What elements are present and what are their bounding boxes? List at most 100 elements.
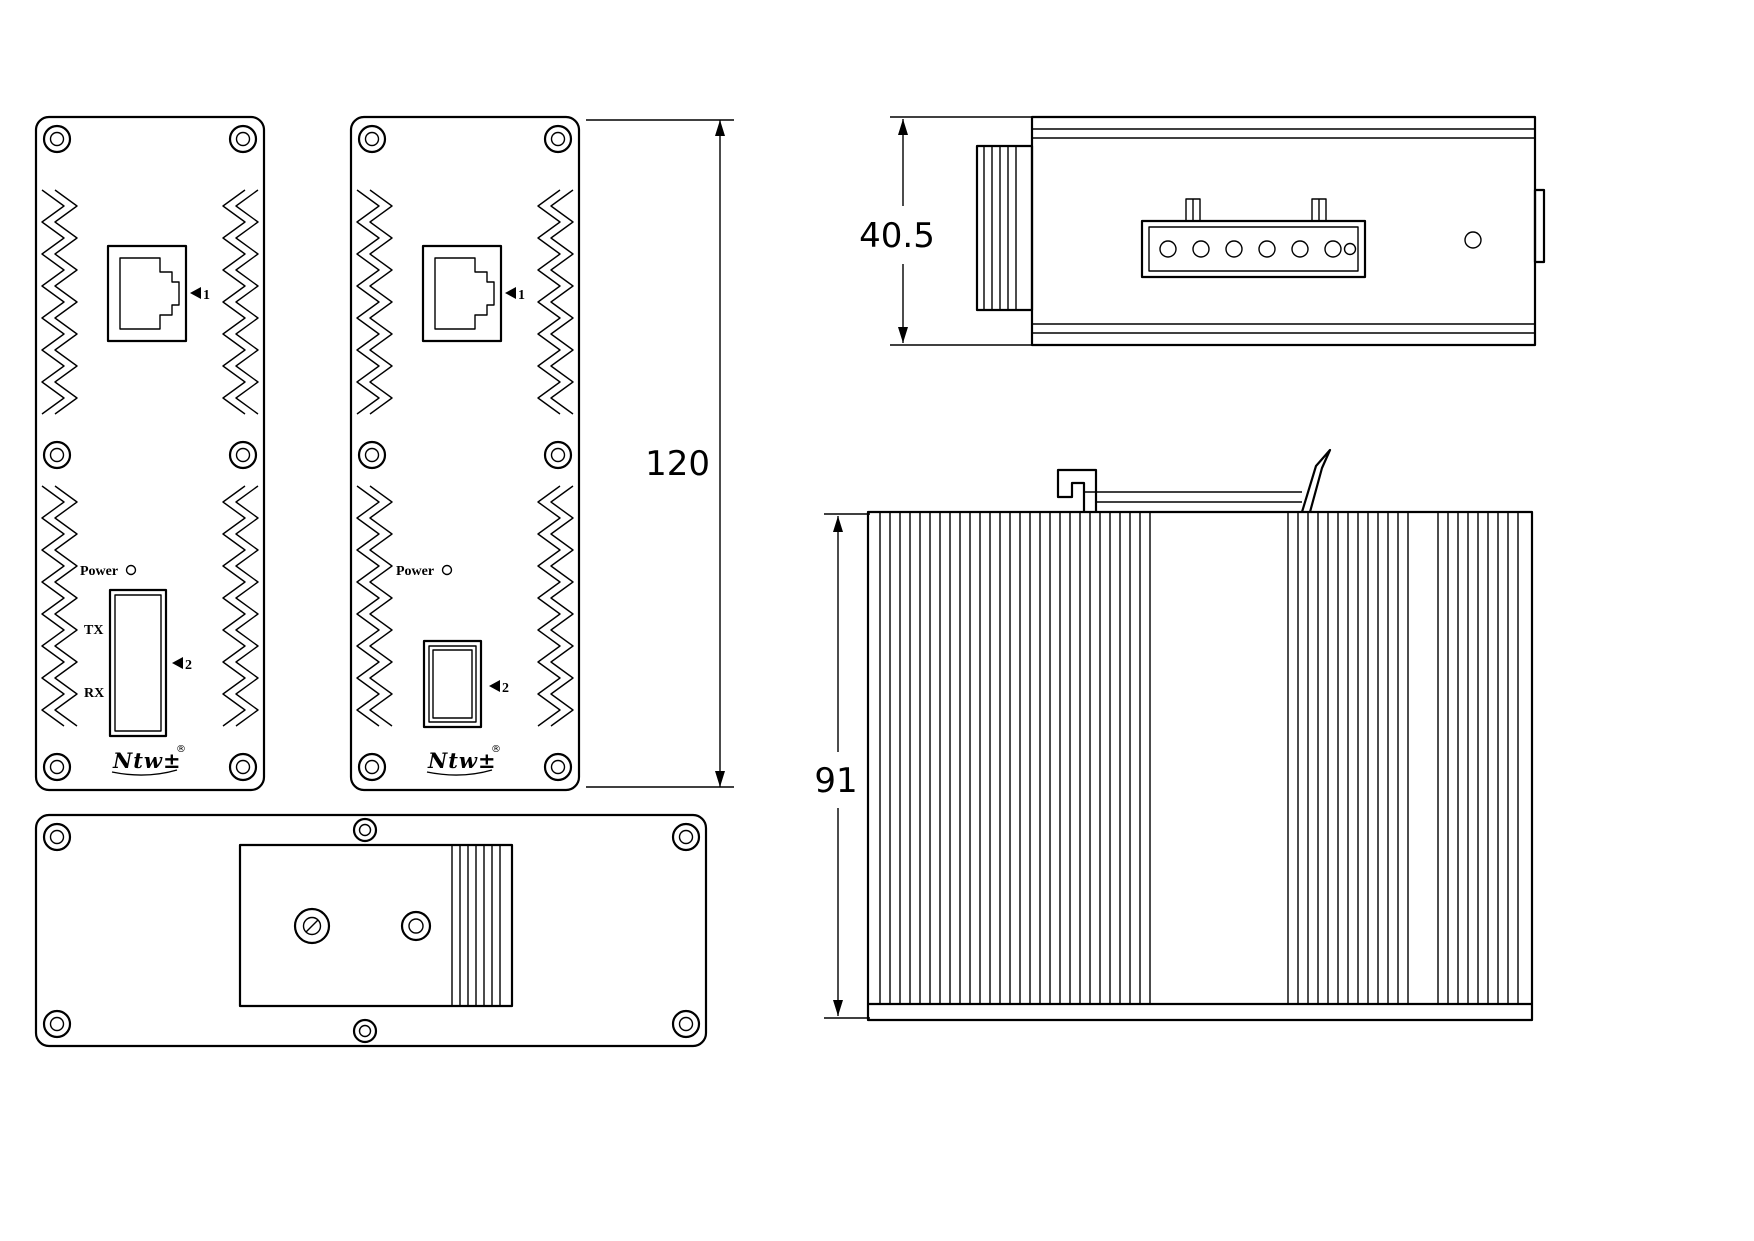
- terminal-pin: [1192, 240, 1210, 258]
- screw-inner: [678, 829, 694, 845]
- screw-outer: [543, 752, 573, 782]
- side-body-outline: [866, 510, 1534, 1022]
- dim-arrow-icon: [898, 327, 908, 343]
- screw-outer: [228, 124, 258, 154]
- terminal-pin: [1324, 240, 1342, 258]
- panel-b-port2-arrow-icon: [489, 680, 500, 692]
- screw-inner: [49, 447, 65, 463]
- dim-arrow-icon: [833, 1000, 843, 1016]
- panel-b-power-label: Power: [396, 564, 434, 579]
- dim-side-height-value: 91: [814, 761, 857, 801]
- dim-arrow-icon: [898, 119, 908, 135]
- fin-zigzag: [550, 485, 574, 727]
- bottom-mount-hole-1: [293, 907, 331, 945]
- panel-b-sfp-port-inner: [428, 645, 477, 723]
- screw-outer: [42, 440, 72, 470]
- dimension-side-height: 91: [814, 513, 870, 1019]
- terminal-pin: [1225, 240, 1243, 258]
- screw-inner: [550, 759, 566, 775]
- panel-a-rj45-socket: [119, 257, 180, 330]
- dim-arrow-icon: [833, 516, 843, 532]
- screw-inner: [235, 131, 251, 147]
- top-screw-hole: [1464, 231, 1482, 249]
- terminal-pin: [1258, 240, 1276, 258]
- screw-inner: [235, 759, 251, 775]
- screw-inner: [49, 759, 65, 775]
- panel-a-power-led: [125, 564, 137, 576]
- top-body-outline: [1030, 115, 1537, 347]
- panel-a-heatsink-fins: [41, 189, 259, 727]
- bottom-outline: [34, 813, 708, 1048]
- bottom-hole-slot: [305, 919, 319, 933]
- fin-zigzag: [550, 189, 574, 415]
- panel-a-outline: [34, 115, 266, 792]
- bottom-mount-plate: [238, 843, 514, 1008]
- din-rail-clip-lever: [1300, 448, 1332, 513]
- panel-b-port1-label: 1: [518, 288, 525, 303]
- panel-b-power-led: [441, 564, 453, 576]
- screw-outer: [228, 440, 258, 470]
- screw-outer: [671, 1009, 701, 1039]
- panel-b-port2-label: 2: [502, 681, 509, 696]
- panel-a-tx-label: TX: [84, 623, 103, 638]
- panel-b-heatsink-fins: [356, 189, 574, 727]
- screw-inner: [358, 1024, 372, 1038]
- panel-b-sfp-port-inner2: [432, 649, 473, 719]
- bottom-mount-hole-1-inner: [302, 916, 322, 936]
- fin-zigzag: [356, 485, 380, 727]
- dim-arrow-icon: [715, 120, 725, 136]
- bottom-screws: [42, 817, 701, 1044]
- fin-zigzag: [222, 485, 246, 727]
- fin-zigzag: [54, 189, 78, 415]
- bottom-view: [34, 813, 708, 1048]
- panel-a-port1-label: 1: [203, 288, 210, 303]
- screw-outer: [357, 752, 387, 782]
- screw-inner: [364, 131, 380, 147]
- screw-inner: [49, 131, 65, 147]
- panel-a-rx-label: RX: [84, 686, 104, 701]
- dim-front-height-value: 120: [645, 444, 710, 484]
- side-view: 91: [814, 448, 1534, 1022]
- din-rail-clip-hook: [1056, 468, 1098, 512]
- panel-b-sfp-port: [422, 639, 483, 729]
- panel-a-power-label: Power: [80, 564, 118, 579]
- panel-b-outline: [349, 115, 581, 792]
- screw-outer: [357, 440, 387, 470]
- dimension-front-height: 120: [586, 119, 734, 788]
- front-panel-screws: [42, 124, 573, 782]
- fin-zigzag: [41, 485, 65, 727]
- side-heatsink-fins: [879, 512, 1519, 1004]
- panel-b-brand-logo: Ntw±: [427, 748, 497, 773]
- dim-top-depth-value: 40.5: [859, 216, 935, 256]
- terminal-pin: [1343, 242, 1357, 256]
- top-left-connector-ribs: [983, 146, 1017, 310]
- screw-outer: [228, 752, 258, 782]
- screw-outer: [42, 822, 72, 852]
- panel-b-trademark: ®: [491, 744, 501, 755]
- panel-a-rj45-port: [106, 244, 188, 343]
- screw-outer: [543, 440, 573, 470]
- top-right-tab: [1533, 188, 1546, 264]
- panel-b-rj45-port: [421, 244, 503, 343]
- screw-outer: [42, 752, 72, 782]
- panel-a-port2-arrow-icon: [172, 657, 183, 669]
- terminal-pin: [1159, 240, 1177, 258]
- terminal-block-inner: [1148, 226, 1359, 272]
- panel-a-port2-label: 2: [185, 658, 192, 673]
- panel-a-port1-arrow-icon: [190, 287, 201, 299]
- fin-zigzag: [369, 189, 393, 415]
- panel-b-rj45-socket: [434, 257, 495, 330]
- terminal-block: [1140, 219, 1367, 279]
- screw-outer: [352, 817, 378, 843]
- panel-a-trademark: ®: [176, 744, 186, 755]
- panel-b-logo-underline: [426, 769, 493, 776]
- front-view-b: 1 Power 2 Ntw± ®: [349, 115, 581, 792]
- screw-inner: [550, 131, 566, 147]
- dimension-top-depth: 40.5: [859, 116, 1032, 346]
- panel-a-brand-logo: Ntw±: [112, 748, 182, 773]
- screw-inner: [364, 447, 380, 463]
- fin-zigzag: [537, 189, 561, 415]
- screw-outer: [352, 1018, 378, 1044]
- screw-inner: [364, 759, 380, 775]
